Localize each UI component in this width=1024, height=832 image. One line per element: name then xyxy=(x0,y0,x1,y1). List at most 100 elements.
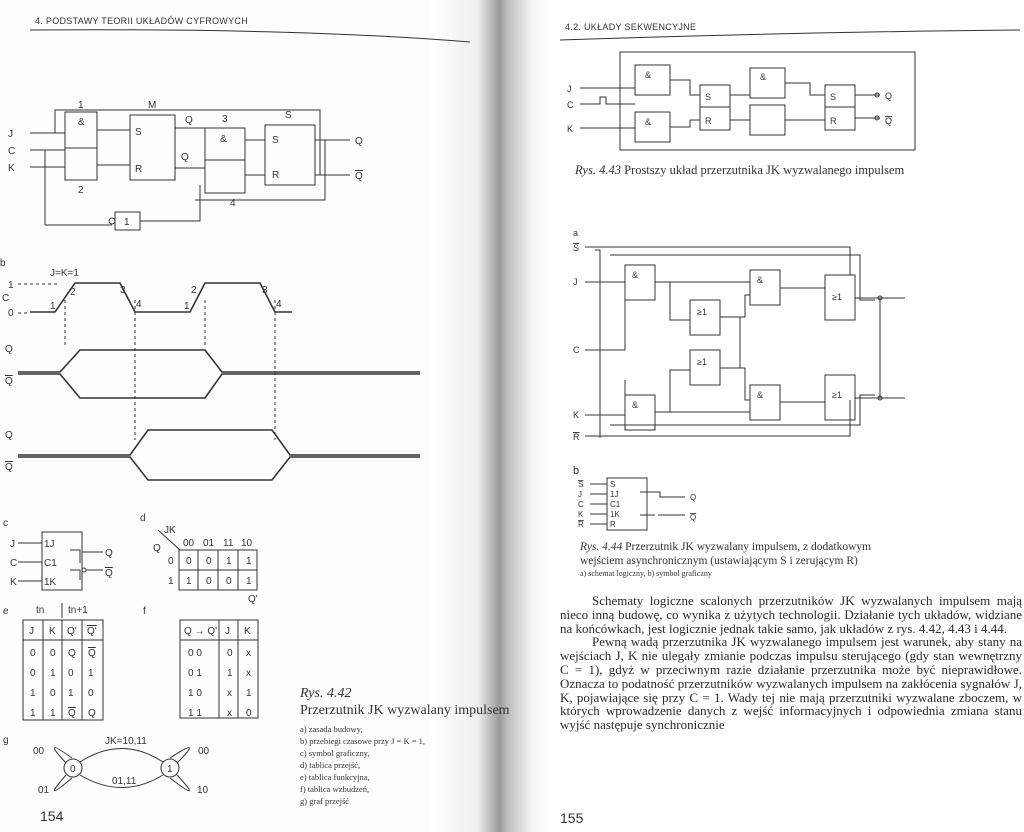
caption-text: wejściem asynchronicznym (ustawiającym S… xyxy=(580,555,858,567)
table-cell: 1 0 xyxy=(188,688,202,699)
sym-q: Q xyxy=(105,548,113,559)
fig-4-42-caption: Rys. 4.42 Przerzutnik JK wyzwalany impul… xyxy=(300,685,510,807)
marker: 4 xyxy=(136,299,142,310)
symb-q: Q xyxy=(690,493,696,502)
jk-condition: J=K=1 xyxy=(50,268,79,279)
kmap-cell: 1 xyxy=(246,576,252,587)
fig-f-label: f xyxy=(143,606,146,617)
left-running-header: 4. PODSTAWY TEORII UKŁADÓW CYFROWYCH xyxy=(35,16,248,26)
caption-number: Rys. 4.43 xyxy=(575,163,621,177)
book-gutter xyxy=(430,0,550,832)
table-cell: 1 xyxy=(50,668,56,679)
f44-or: ≥1 xyxy=(832,292,842,302)
marker: 3 xyxy=(120,285,126,296)
caption-item: f) tablica wzbudzeń, xyxy=(300,784,370,794)
table-cell: 1 1 xyxy=(188,708,202,719)
table-cell: 1 xyxy=(88,668,94,679)
kmap-col-var: JK xyxy=(164,525,176,536)
table-cell: 1 xyxy=(246,688,252,699)
table-cell: x xyxy=(246,668,251,679)
right-running-header: 4.2. UKŁADY SEKWENCYJNE xyxy=(565,22,697,32)
fig-c-symbol: c J C K 1J C1 1K Q Q xyxy=(3,518,113,591)
symb-pin: 1J xyxy=(610,490,618,499)
f44-or: ≥1 xyxy=(697,357,707,367)
f43-s: S xyxy=(705,92,711,102)
kmap-cell: 0 xyxy=(186,556,192,567)
latch2-s-label: S xyxy=(272,135,279,146)
kmap-row-var: Q xyxy=(153,543,161,554)
caption-item: d) tablica przejść, xyxy=(300,760,361,770)
output-qbar-label: Q xyxy=(355,171,363,182)
caption-number: Rys. 4.42 xyxy=(300,686,352,701)
marker: 4 xyxy=(276,299,282,310)
kmap-col: 00 xyxy=(183,538,195,549)
kmap-col: 10 xyxy=(241,538,253,549)
fig-g-state-graph: g 0 1 JK=10,11 01,11 00 01 00 10 xyxy=(3,735,210,796)
and-symbol-3: & xyxy=(220,134,227,145)
input-k-label: K xyxy=(8,163,15,174)
f43-k: K xyxy=(567,124,573,134)
sym-1k: 1K xyxy=(44,577,57,588)
table-cell: Q xyxy=(88,708,96,719)
symb-pin: C1 xyxy=(610,500,621,509)
fig-e-label: e xyxy=(3,606,9,617)
table-cell: 1 xyxy=(50,708,56,719)
kmap-col: 11 xyxy=(223,538,234,549)
latch-m-label: M xyxy=(148,100,156,111)
caption-text: Prostszy układ przerzutnika JK wyzwalane… xyxy=(624,163,905,177)
f44-j: J xyxy=(573,277,578,287)
fig-c-label: c xyxy=(3,518,8,529)
left-page-number: 154 xyxy=(40,808,64,824)
kmap-cell: 0 xyxy=(206,576,212,587)
kmap-cell: 1 xyxy=(186,576,192,587)
sym-k: K xyxy=(10,577,17,588)
f44-b-label: b xyxy=(573,465,579,477)
level-0: 0 xyxy=(8,308,14,319)
table-cell: 1 xyxy=(30,708,36,719)
caption-item: e) tablica funkcyjna, xyxy=(300,772,370,782)
table-cell: 0 1 xyxy=(188,668,202,679)
latch-r-label: R xyxy=(135,164,142,175)
marker: 1 xyxy=(184,301,190,312)
edge-0-1-label: JK=10,11 xyxy=(105,736,147,747)
qm-bar-label: Q xyxy=(181,152,189,163)
f44-r: R xyxy=(573,432,580,442)
inverter-label: 1 xyxy=(124,217,130,228)
table-cell: 1 xyxy=(30,688,36,699)
q-wave-label: Q xyxy=(5,430,13,441)
fig-d-label: d xyxy=(140,513,146,524)
latch2-r-label: R xyxy=(272,170,279,181)
tn-label: tn xyxy=(36,605,44,616)
kmap-output: Q' xyxy=(248,594,258,605)
edge-1-0-label: 01,11 xyxy=(112,776,137,787)
input-j-label: J xyxy=(8,129,13,140)
table-cell: Q xyxy=(68,708,76,719)
paragraph: Pewną wadą przerzutnika JK wyzwalanego i… xyxy=(560,634,1022,733)
fig-4-43-caption: Rys. 4.43 Prostszy układ przerzutnika JK… xyxy=(575,163,904,178)
fig-b-label: b xyxy=(0,258,6,269)
f43-r2: R xyxy=(830,116,837,126)
symb-in: C xyxy=(578,500,584,509)
caption-item: g) graf przejść xyxy=(300,796,350,806)
gate-1-label: 1 xyxy=(78,100,84,111)
tn1-label: tn+1 xyxy=(68,605,88,616)
state-0: 0 xyxy=(70,764,76,775)
qm-label: Q xyxy=(185,115,193,126)
f43-j: J xyxy=(567,84,572,94)
sym-qbar: Q xyxy=(105,568,113,579)
f44-and: & xyxy=(632,270,638,280)
fig-b-timing: b 1 C 0 J=K=1 2 1 3 4 2 1 3 4 Q Q Q Q xyxy=(0,258,420,481)
table-cell: x xyxy=(246,648,251,659)
qm-wave-label: Q xyxy=(5,344,13,355)
marker: 1 xyxy=(50,301,56,312)
loop-label: 00 xyxy=(33,746,45,757)
gate-3-label: 3 xyxy=(222,114,228,125)
gate-2-label: 2 xyxy=(78,185,84,196)
and-symbol: & xyxy=(78,117,85,128)
table-header: K xyxy=(244,626,251,637)
table-header: J xyxy=(29,626,34,637)
qmbar-wave-label: Q xyxy=(5,376,13,387)
f43-q: Q xyxy=(885,91,892,101)
caption-title: Przerzutnik JK wyzwalany impulsem xyxy=(300,703,510,718)
